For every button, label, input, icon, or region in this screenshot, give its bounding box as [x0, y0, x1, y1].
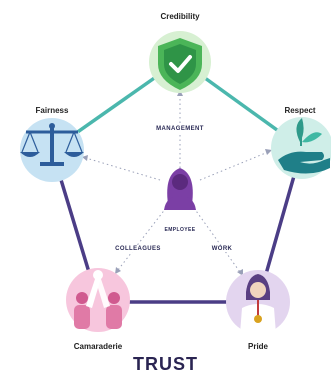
hand-plant-icon — [278, 118, 330, 174]
node-label-respect: Respect — [284, 106, 316, 115]
node-label-fairness: Fairness — [35, 106, 69, 115]
spoke-fairness — [85, 157, 161, 181]
node-respect — [271, 117, 331, 179]
shield-check-icon — [158, 38, 202, 90]
node-fairness — [20, 118, 84, 182]
medal-person-icon — [240, 274, 276, 334]
node-label-credibility: Credibility — [160, 12, 200, 21]
scales-icon — [20, 123, 84, 166]
spoke-pride — [193, 207, 241, 273]
node-label-pride: Pride — [247, 342, 269, 351]
arrowhead-fairness — [82, 155, 88, 161]
employee-avatar-icon — [164, 168, 196, 210]
arrowhead-camaraderie — [115, 267, 121, 274]
center-label-employee: EMPLOYEE — [162, 227, 198, 233]
spoke-respect — [199, 151, 269, 181]
arrowhead-respect — [265, 149, 272, 155]
connector-label-colleagues: COLLEAGUES — [113, 246, 163, 252]
connector-label-management: MANAGEMENT — [154, 126, 206, 132]
arrowhead-pride — [237, 269, 243, 276]
node-camaraderie — [66, 268, 130, 332]
high-five-icon — [74, 270, 122, 329]
connector-label-work: WORK — [209, 246, 235, 252]
spoke-camaraderie — [117, 207, 167, 271]
node-label-camaraderie: Camaraderie — [73, 342, 123, 351]
node-pride — [226, 270, 290, 334]
diagram-title: TRUST — [133, 354, 198, 374]
node-credibility — [149, 31, 211, 93]
